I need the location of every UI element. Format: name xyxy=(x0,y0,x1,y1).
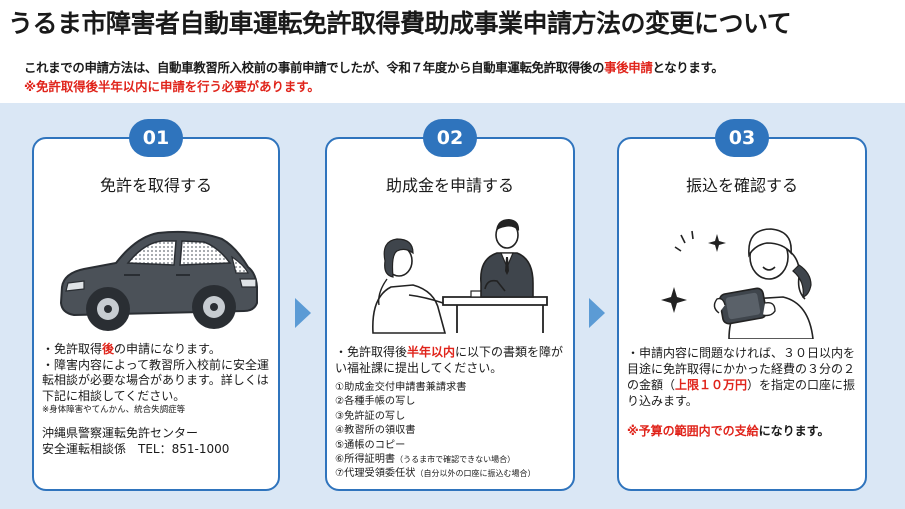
budget-text: になります。 xyxy=(758,424,830,438)
step-line-2: ・障害内容によって教習所入校前に安全運転相談が必要な場合があります。詳しくは下記… xyxy=(42,357,270,403)
step-card-3: 振込を確認する ・申請内容に問題なければ、３０日以内を目途に免許取得にかかった経… xyxy=(617,137,867,491)
document-name: ③免許証の写し xyxy=(335,410,406,422)
line-text: に以下の書類を障がい福祉課に提出してください。 xyxy=(335,345,564,375)
document-item: ⑤通帳のコピー xyxy=(335,439,575,453)
car-illustration xyxy=(59,230,258,331)
document-item: ⑦代理受領委任状（自分以外の口座に振込む場合） xyxy=(335,467,575,481)
step-number-badge-2: 02 xyxy=(423,119,477,157)
intro-text: これまでの申請方法は、自動車教習所入校前の事前申請でしたが、令和７年度から自動車… xyxy=(24,58,899,76)
footnote: ※身体障害やてんかん、統合失調症等 xyxy=(42,405,186,415)
document-note: （うるま市で確認できない場合） xyxy=(395,455,516,465)
document-list: ①助成金交付申請書兼請求書 ②各種手帳の写し ③免許証の写し ④教習所の領収書 … xyxy=(335,381,575,482)
document-name: ⑥所得証明書 xyxy=(335,454,396,466)
intro-before: これまでの申請方法は、自動車教習所入校前の事前申請でしたが、令和７年度から自動車… xyxy=(24,60,605,75)
step-title: 振込を確認する xyxy=(685,176,798,195)
line-highlight: 後 xyxy=(102,342,115,356)
step-title: 免許を取得する xyxy=(99,176,212,195)
document-name: ④教習所の領収書 xyxy=(335,425,416,437)
document-item: ③免許証の写し xyxy=(335,410,575,424)
phone-check-illustration xyxy=(661,228,814,339)
contact-info: 沖縄県警察運転免許センター 安全運転相談係 TEL：851-1000 xyxy=(42,426,278,457)
step-card-1: 免許を取得する ・免許取得後の申請になります。 ・障害内容によって教習所入校前に… xyxy=(32,137,280,491)
document-name: ①助成金交付申請書兼請求書 xyxy=(335,382,467,393)
document-item: ①助成金交付申請書兼請求書 xyxy=(335,381,575,395)
line-highlight: 上限１０万円 xyxy=(675,378,748,392)
step-title: 助成金を申請する xyxy=(385,176,514,195)
step-line-1: ・免許取得後の申請になります。 xyxy=(42,342,278,358)
line-text: ・申請内容に問題なければ、３０日以内を目途に免許取得にかかった経費の３分の２の金… xyxy=(627,346,856,392)
step-description: ・免許取得後の申請になります。 ・障害内容によって教習所入校前に安全運転相談が必… xyxy=(42,342,278,457)
line-text: の申請になります。 xyxy=(114,342,221,356)
intro-after: となります。 xyxy=(652,60,724,75)
document-item: ⑥所得証明書（うるま市で確認できない場合） xyxy=(335,453,575,467)
line-highlight: 半年以内 xyxy=(407,345,456,359)
step-line-1: ・申請内容に問題なければ、３０日以内を目途に免許取得にかかった経費の３分の２の金… xyxy=(627,345,865,409)
document-item: ②各種手帳の写し xyxy=(335,395,575,409)
line-text: ）を指定の口座に振り込みます。 xyxy=(627,378,856,408)
line-text: ・免許取得 xyxy=(42,342,103,356)
budget-highlight: ※予算の範囲内での支給 xyxy=(627,424,759,438)
step-line-1: ・免許取得後半年以内に以下の書類を障がい福祉課に提出してください。 xyxy=(335,345,575,376)
budget-note: ※予算の範囲内での支給になります。 xyxy=(627,423,865,439)
step-description: ・免許取得後半年以内に以下の書類を障がい福祉課に提出してください。 ①助成金交付… xyxy=(335,345,575,482)
document-name: ⑤通帳のコピー xyxy=(335,439,406,451)
step-description: ・申請内容に問題なければ、３０日以内を目途に免許取得にかかった経費の３分の２の金… xyxy=(627,345,865,439)
line-text: ・免許取得後 xyxy=(335,345,408,359)
contact-phone: 安全運転相談係 TEL：851-1000 xyxy=(42,441,230,456)
document-name: ②各種手帳の写し xyxy=(335,396,416,408)
page-title: うるま市障害者自動車運転免許取得費助成事業申請方法の変更について xyxy=(8,9,792,38)
document-item: ④教習所の領収書 xyxy=(335,424,575,438)
chevron-right-icon xyxy=(589,298,605,328)
step-number-badge-3: 03 xyxy=(715,119,769,157)
intro-highlight: 事後申請 xyxy=(604,60,653,75)
step-number-badge-1: 01 xyxy=(129,119,183,157)
contact-org: 沖縄県警察運転免許センター xyxy=(42,426,199,440)
chevron-right-icon xyxy=(295,298,311,328)
consultation-illustration xyxy=(372,219,548,334)
document-note: （自分以外の口座に振込む場合） xyxy=(415,469,536,479)
deadline-note: ※免許取得後半年以内に申請を行う必要があります。 xyxy=(24,79,320,94)
document-name: ⑦代理受領委任状 xyxy=(335,468,416,480)
step-card-2: 助成金を申請する ・免許取得後半年以内に以下の書類を障がい福祉課に提出してくださ… xyxy=(325,137,575,491)
